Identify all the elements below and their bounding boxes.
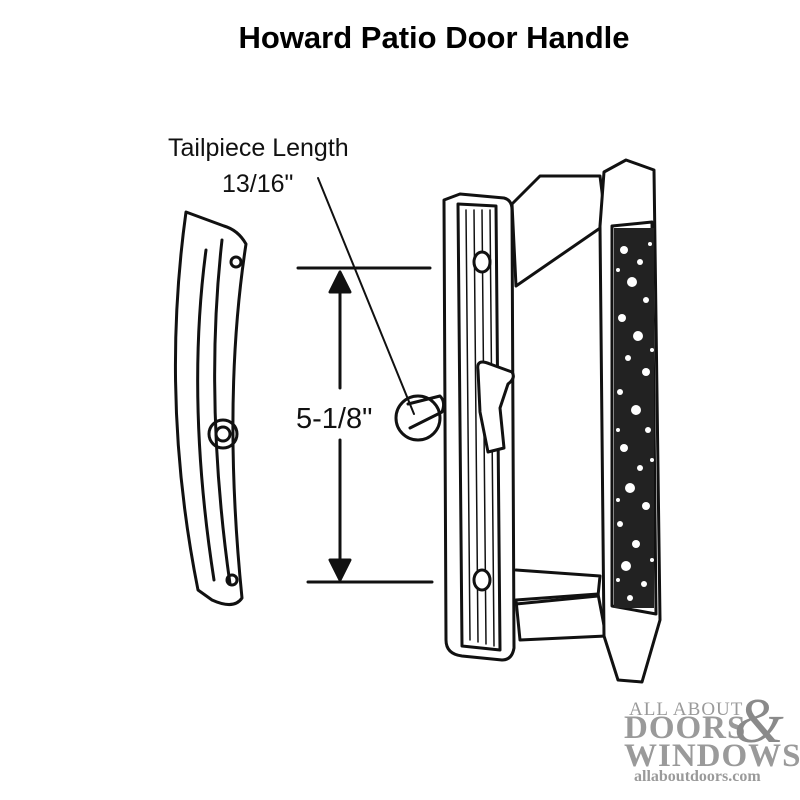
- latch-lever: [476, 360, 515, 454]
- mounting-plate: [442, 192, 516, 662]
- handle-height-label: 5-1/8": [296, 403, 373, 435]
- tailpiece-length-label: Tailpiece Length: [168, 134, 349, 162]
- watermark-ampersand: &: [734, 685, 784, 756]
- watermark-doors: DOORS: [624, 710, 747, 746]
- watermark-windows: WINDOWS: [624, 738, 800, 774]
- watermark-line1: ALL ABOUT: [629, 699, 744, 720]
- tailpiece-length-value: 13/16": [222, 170, 294, 198]
- textured-grip: [614, 228, 654, 608]
- watermark-url: allaboutdoors.com: [634, 768, 761, 785]
- diagram-title: Howard Patio Door Handle: [238, 20, 630, 55]
- dimension-lines: [296, 266, 434, 584]
- inside-handle: [173, 210, 248, 606]
- tailpiece-leader: [317, 177, 446, 442]
